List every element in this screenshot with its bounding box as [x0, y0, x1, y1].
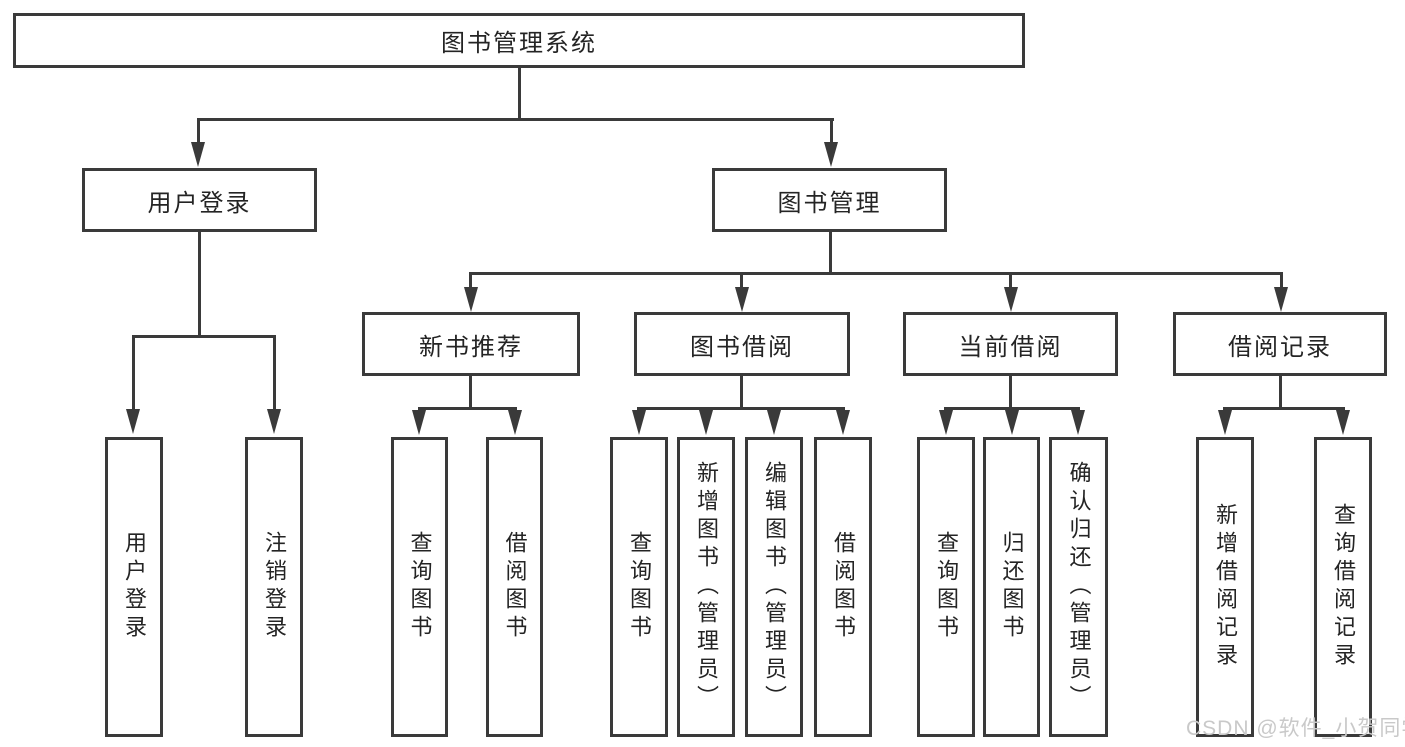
connector-line — [132, 335, 276, 338]
node-label: 编辑图书（管理员） — [762, 461, 787, 713]
arrow-down-icon — [464, 287, 478, 312]
arrow-down-icon — [126, 409, 140, 434]
connector-line — [469, 376, 472, 407]
connector-line — [132, 338, 135, 409]
node-label: 借阅图书 — [831, 531, 856, 643]
leaf-borrow-books: 借阅图书 — [814, 437, 872, 737]
node-label: 归还图书 — [999, 531, 1025, 643]
node-label: 新增借阅记录 — [1213, 503, 1238, 671]
node-label: 确认归还（管理员） — [1066, 461, 1092, 713]
connector-line — [637, 407, 845, 410]
connector-line — [830, 121, 833, 142]
connector-line — [1280, 275, 1283, 287]
leaf-user-login: 用户登录 — [105, 437, 163, 737]
node-label: 当前借阅 — [958, 333, 1063, 361]
arrow-down-icon — [836, 410, 850, 435]
leaf-add-borrow-record: 新增借阅记录 — [1196, 437, 1254, 737]
connector-line — [197, 118, 834, 121]
connector-line — [469, 275, 472, 287]
node-label: 图书借阅 — [690, 333, 794, 361]
node-label: 借阅图书 — [502, 531, 528, 643]
arrow-down-icon — [1274, 287, 1288, 312]
leaf-add-books-admin: 新增图书（管理员） — [677, 437, 735, 737]
node-label: 查询图书 — [934, 531, 959, 643]
node-current-borrowing: 当前借阅 — [903, 312, 1118, 376]
leaf-return-books: 归还图书 — [983, 437, 1040, 737]
connector-line — [1279, 376, 1282, 407]
arrow-down-icon — [735, 287, 749, 312]
connector-line — [1009, 275, 1012, 287]
arrow-down-icon — [939, 410, 953, 435]
arrow-down-icon — [267, 409, 281, 434]
node-label: 用户登录 — [122, 531, 147, 643]
leaf-query-borrow-record: 查询借阅记录 — [1314, 437, 1372, 737]
node-library-management-system: 图书管理系统 — [13, 13, 1025, 68]
node-label: 新书推荐 — [419, 333, 523, 361]
arrow-down-icon — [1071, 410, 1085, 435]
connector-line — [944, 407, 1080, 410]
node-label: 查询图书 — [407, 531, 433, 643]
leaf-logout: 注销登录 — [245, 437, 303, 737]
arrow-down-icon — [508, 410, 522, 435]
arrow-down-icon — [699, 410, 713, 435]
connector-line — [740, 376, 743, 407]
node-label: 查询图书 — [627, 531, 652, 643]
connector-line — [198, 232, 201, 335]
arrow-down-icon — [767, 410, 781, 435]
connector-line — [1223, 407, 1345, 410]
connector-line — [197, 121, 200, 142]
connector-line — [740, 275, 743, 287]
connector-line — [829, 232, 832, 272]
node-book-management: 图书管理 — [712, 168, 947, 232]
leaf-borrow-books: 借阅图书 — [486, 437, 543, 737]
arrow-down-icon — [412, 410, 426, 435]
arrow-down-icon — [191, 142, 205, 167]
connector-line — [1009, 376, 1012, 407]
node-label: 查询借阅记录 — [1331, 503, 1356, 671]
csdn-watermark: CSDN @软件_小贺同学 — [1186, 717, 1405, 740]
node-label: 借阅记录 — [1228, 333, 1332, 361]
node-label: 用户登录 — [147, 189, 252, 217]
connector-line — [518, 68, 521, 118]
node-new-book-recommendation: 新书推荐 — [362, 312, 580, 376]
leaf-query-books: 查询图书 — [391, 437, 448, 737]
arrow-down-icon — [1336, 410, 1350, 435]
node-book-borrowing: 图书借阅 — [634, 312, 850, 376]
node-label: 注销登录 — [262, 531, 287, 643]
connector-line — [273, 338, 276, 409]
arrow-down-icon — [1004, 287, 1018, 312]
node-user-login: 用户登录 — [82, 168, 317, 232]
leaf-query-books: 查询图书 — [917, 437, 975, 737]
arrow-down-icon — [632, 410, 646, 435]
connector-line — [469, 272, 1283, 275]
node-borrowing-records: 借阅记录 — [1173, 312, 1387, 376]
node-label: 图书管理 — [777, 189, 882, 217]
node-label: 新增图书（管理员） — [694, 461, 719, 713]
node-label: 图书管理系统 — [441, 30, 597, 57]
arrow-down-icon — [1218, 410, 1232, 435]
leaf-confirm-return-admin: 确认归还（管理员） — [1049, 437, 1108, 737]
leaf-query-books: 查询图书 — [610, 437, 668, 737]
arrow-down-icon — [1005, 410, 1019, 435]
leaf-edit-books-admin: 编辑图书（管理员） — [745, 437, 803, 737]
arrow-down-icon — [824, 142, 838, 167]
connector-line — [418, 407, 517, 410]
